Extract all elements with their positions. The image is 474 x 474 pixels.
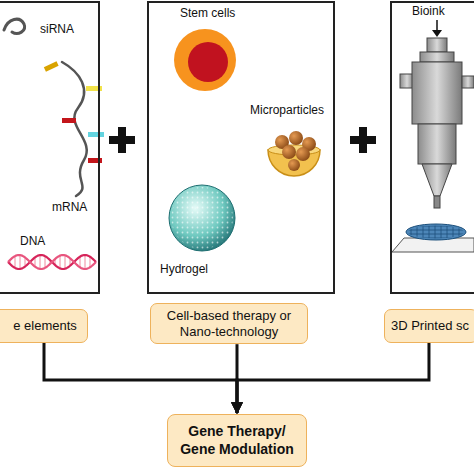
category-label: Cell-based therapy or Nano-technology [150, 303, 308, 344]
plus-sign [350, 127, 376, 153]
component-label: Stem cells [180, 6, 235, 20]
mrna-tag [88, 132, 104, 137]
hydrogel-texture [171, 187, 233, 249]
hydrogel-sphere [169, 185, 235, 251]
box-text: Gene Therapy/ Gene Modulation [176, 423, 298, 458]
category-label: 3D Printed sc [384, 309, 474, 343]
component-label: Hydrogel [160, 262, 208, 276]
plus-sign [109, 127, 135, 153]
component-label: mRNA [52, 200, 87, 214]
particle-balls [275, 131, 316, 171]
mrna-strand [62, 62, 87, 196]
content-panel: Stem cellsMicroparticlesHydrogel [147, 1, 335, 294]
mrna-tag [62, 118, 76, 123]
stem-cell [174, 29, 236, 91]
bioprinter [392, 20, 474, 252]
outcome-box: Gene Therapy/ Gene Modulation [167, 414, 307, 467]
box-text: Cell-based therapy or Nano-technology [159, 308, 299, 339]
content-panel: siRNA mRNA DNA [0, 1, 100, 294]
dna-helix [8, 255, 96, 269]
component-label: Bioink [412, 4, 445, 18]
sirna-strand [4, 19, 25, 33]
box-text: e elements [9, 318, 81, 334]
bracket-connector [237, 343, 429, 413]
component-label: siRNA [40, 22, 74, 36]
bracket-connector [44, 343, 237, 413]
box-text: 3D Printed sc [391, 318, 471, 334]
stem-cell-nucleus [188, 42, 228, 82]
category-label: e elements [0, 309, 88, 343]
component-label: Microparticles [250, 103, 324, 117]
mrna-tag [44, 61, 59, 71]
component-label: DNA [20, 234, 45, 248]
content-panel: Bioink [390, 1, 474, 294]
